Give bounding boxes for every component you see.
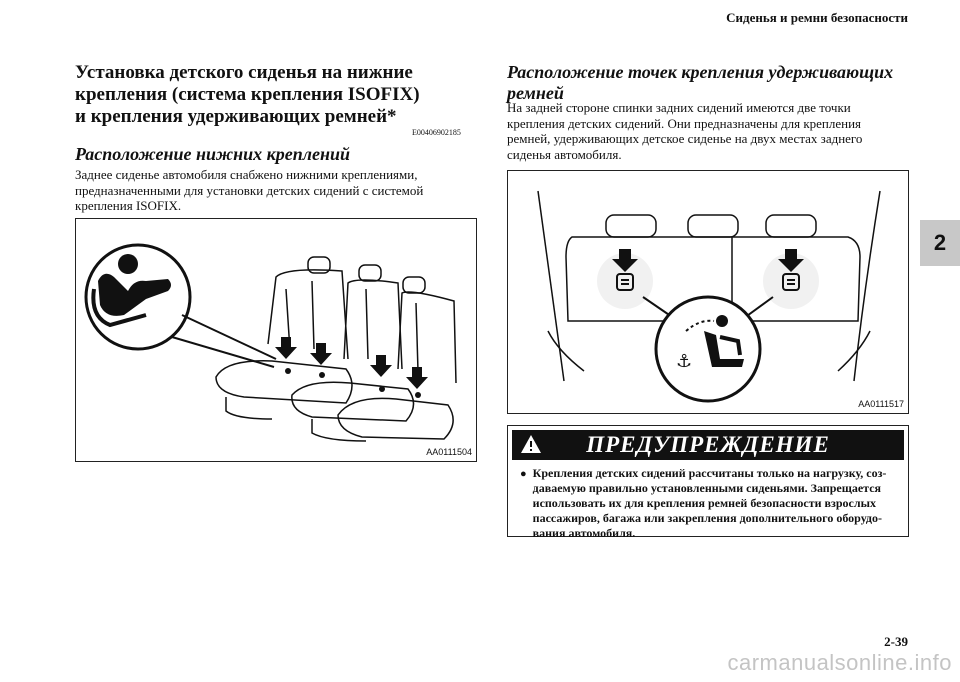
callout-line (171, 336, 275, 368)
warning-box: ПРЕДУПРЕЖДЕНИЕ ● Крепления детских сиден… (507, 425, 909, 540)
paragraph-line: ремней, удерживающих детское сиденье на … (507, 131, 863, 146)
seat-cushions (215, 360, 454, 442)
warning-line: использовать их для крепления ремней без… (532, 496, 876, 510)
paragraph-line: Заднее сиденье автомобиля снабжено нижни… (75, 167, 418, 182)
paragraph-line: На задней стороне спинки задних сидений … (507, 100, 851, 115)
running-header: Сиденья и ремни безопасности (726, 10, 908, 25)
tether-anchors-figure: ⚓ AA0111517 (507, 170, 909, 414)
subsection-title-tether-anchors: Расположение точек крепления удерживающи… (507, 62, 907, 104)
bullet-icon: ● (520, 468, 527, 480)
warning-line: даваемую правильно установленными сидень… (532, 481, 882, 495)
paragraph-line: предназначенными для установки детских с… (75, 182, 424, 198)
warning-line: Крепления детских сидений рассчитаны тол… (532, 466, 887, 480)
child-seat-anchor-icon: ⚓ (676, 315, 744, 372)
warning-line: пассажиров, багажа или закрепления допол… (532, 511, 882, 525)
tether-arrows (612, 249, 804, 272)
lower-anchors-figure: AA0111504 (75, 218, 477, 462)
anchor-arrows (275, 337, 428, 398)
warning-line: вания автомобиля. (532, 526, 636, 540)
svg-text:⚓: ⚓ (676, 351, 692, 372)
paragraph-line: сиденья автомобиля. (507, 146, 622, 162)
cargo-area-outline (537, 190, 881, 382)
section-title: Установка детского сиденья на нижние кре… (75, 62, 485, 128)
section-title-line: Установка детского сиденья на нижние (75, 62, 413, 83)
paragraph-line: крепления ISOFIX. (75, 198, 182, 213)
seatback-tether-illustration: ⚓ (537, 190, 881, 403)
subsection-title-line: ремней (507, 83, 564, 103)
paragraph-line: крепления детских сидений. Они предназна… (507, 115, 862, 131)
subsection-title-lower-anchors: Расположение нижних креплений (75, 144, 351, 164)
tether-anchor-icons (616, 273, 800, 291)
section-title-line: и крепления удерживающих ремней* (75, 106, 397, 127)
figure-label: AA0111504 (426, 447, 472, 457)
rear-seat-isofix-illustration (84, 243, 457, 442)
callout-circle (84, 243, 192, 351)
warning-title: ПРЕДУПРЕЖДЕНИЕ (586, 432, 830, 457)
chapter-tab: 2 (920, 220, 960, 266)
child-seat-icon (91, 254, 171, 328)
warning-triangle-icon (521, 435, 541, 453)
warning-text: ● Крепления детских сидений рассчитаны т… (520, 466, 898, 541)
warning-header: ПРЕДУПРЕЖДЕНИЕ (512, 430, 904, 460)
watermark: carmanualsonline.info (727, 650, 952, 675)
section-code: E00406902185 (412, 128, 461, 137)
tether-anchors-paragraph: На задней стороне спинки задних сидений … (507, 100, 907, 162)
lower-anchors-paragraph: Заднее сиденье автомобиля снабжено нижни… (75, 167, 475, 214)
seat-backs (267, 256, 457, 384)
section-title-line: крепления (система крепления ISOFIX) (75, 84, 420, 105)
callout-line (181, 314, 277, 360)
page-number: 2-39 (884, 634, 908, 649)
subsection-title-line: Расположение точек крепления удерживающи… (507, 62, 894, 82)
figure-label: AA0111517 (858, 399, 904, 409)
warning-lines: Крепления детских сидений рассчитаны тол… (533, 466, 887, 541)
